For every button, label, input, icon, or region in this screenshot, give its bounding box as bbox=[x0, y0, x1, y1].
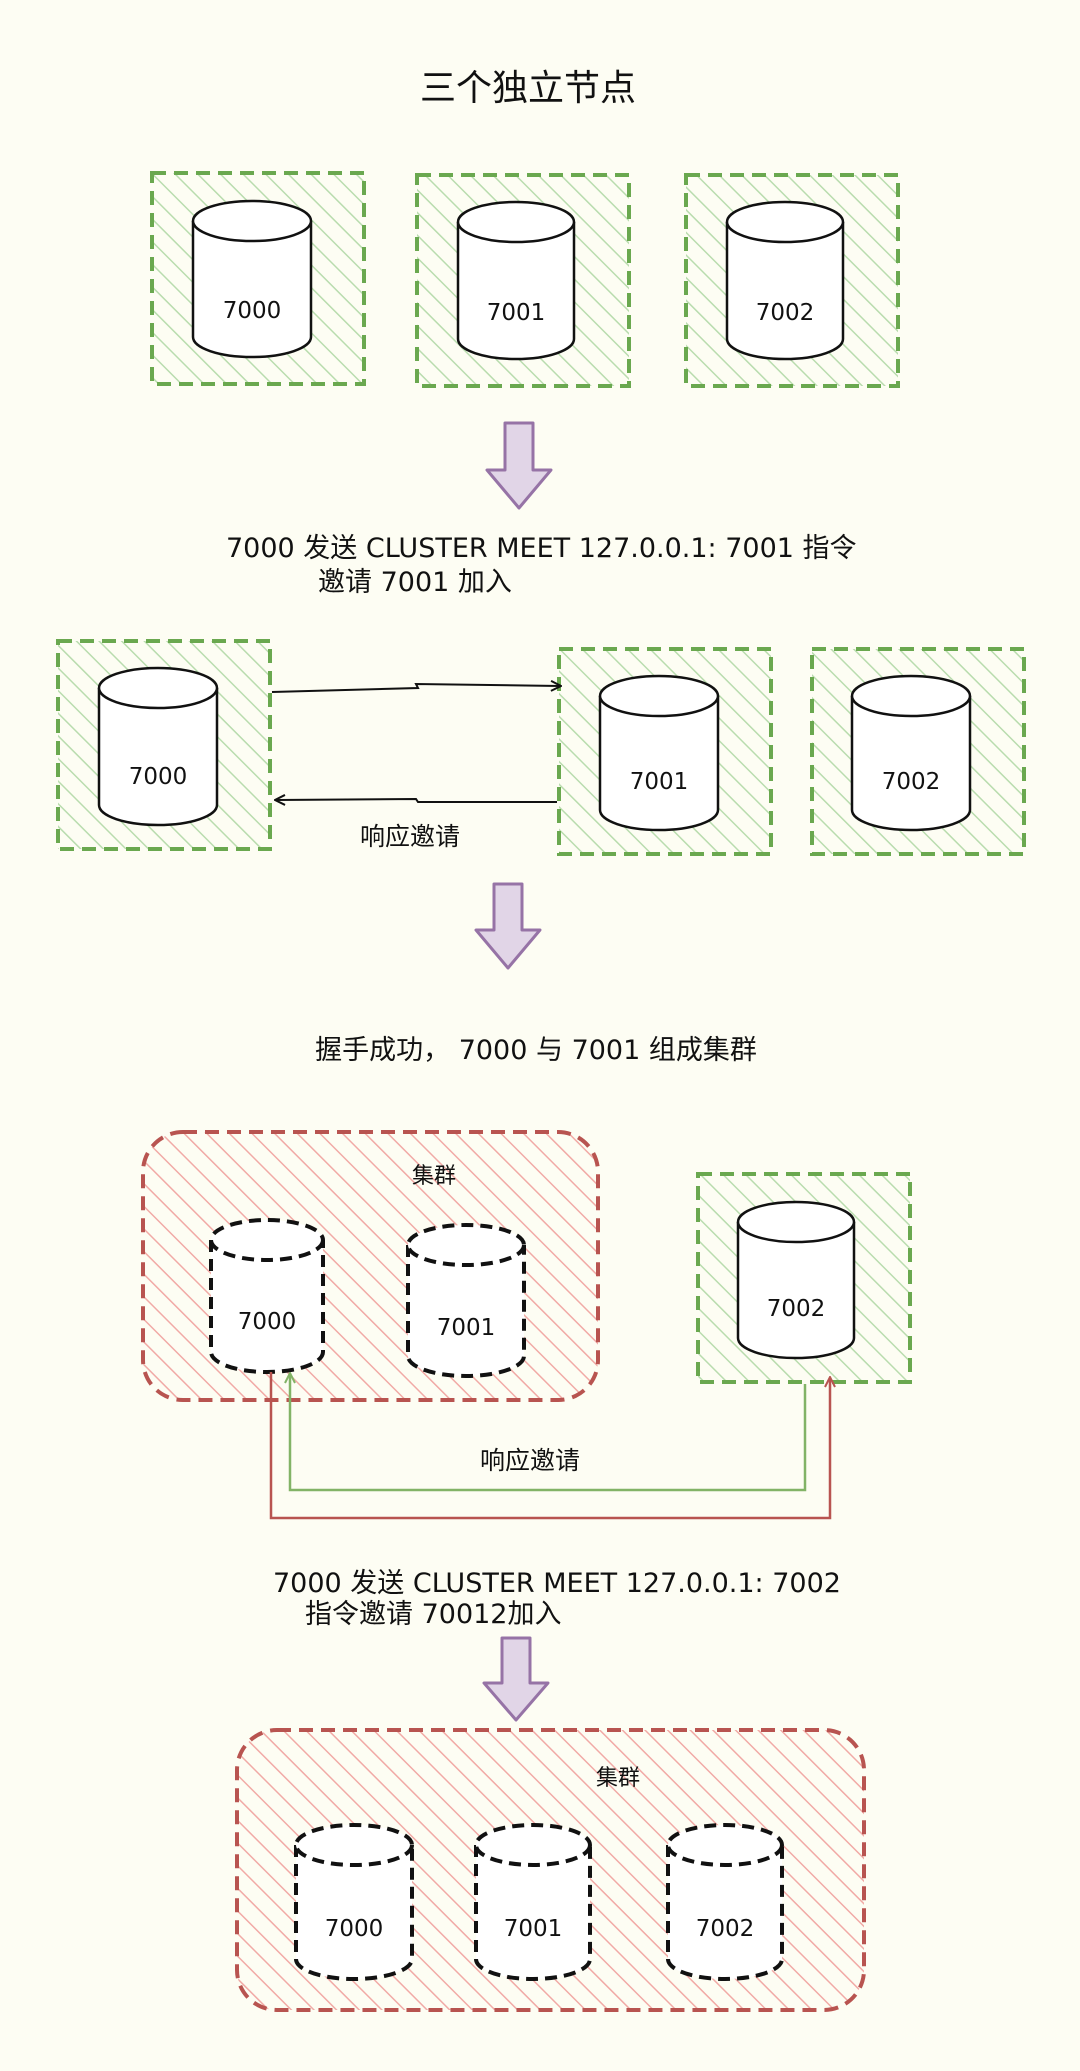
node-box-7001: 7001 bbox=[415, 173, 631, 388]
step2-caption-line2: 邀请 7001 加入 bbox=[318, 567, 512, 598]
node-label: 7001 bbox=[630, 769, 689, 795]
database-icon bbox=[406, 1223, 526, 1378]
node-label: 7002 bbox=[767, 1296, 826, 1322]
database-icon bbox=[666, 1823, 784, 1981]
node-box-7001: 7001 bbox=[557, 647, 773, 856]
meet-request-arrow bbox=[271, 684, 560, 693]
database-icon bbox=[598, 674, 720, 832]
reply-label: 响应邀请 bbox=[360, 822, 460, 851]
cluster-box: 集群 7000 7001 bbox=[141, 1130, 600, 1402]
node-label: 7002 bbox=[756, 300, 815, 326]
database-icon bbox=[850, 674, 972, 832]
node-label: 7000 bbox=[325, 1916, 384, 1942]
meet-request-arrow bbox=[269, 1372, 830, 1520]
database-icon bbox=[725, 200, 845, 361]
node-label: 7001 bbox=[504, 1916, 563, 1942]
database-icon bbox=[474, 1823, 592, 1981]
node-box-7002: 7002 bbox=[810, 647, 1026, 856]
database-icon bbox=[191, 199, 313, 359]
down-arrow-icon bbox=[485, 421, 553, 510]
down-arrow-icon bbox=[482, 1636, 550, 1722]
node-box-7002: 7002 bbox=[696, 1172, 912, 1384]
page-title: 三个独立节点 bbox=[420, 68, 636, 109]
node-box-7002: 7002 bbox=[684, 173, 900, 388]
reply-arrow bbox=[290, 1374, 807, 1492]
down-arrow-icon bbox=[474, 882, 542, 970]
node-label: 7002 bbox=[882, 769, 941, 795]
node-label: 7000 bbox=[129, 764, 188, 790]
database-icon bbox=[209, 1218, 325, 1374]
database-icon bbox=[294, 1823, 414, 1981]
database-icon bbox=[736, 1200, 856, 1360]
reply-arrow bbox=[276, 799, 557, 802]
reply-label: 响应邀请 bbox=[480, 1446, 580, 1475]
node-label: 7001 bbox=[487, 300, 546, 326]
step2-invite: 7000 7001 7002 响应邀请 bbox=[56, 639, 1026, 856]
step2-caption-line1: 7000 发送 CLUSTER MEET 127.0.0.1: 7001 指令 bbox=[226, 533, 857, 564]
node-label: 7000 bbox=[238, 1309, 297, 1335]
database-icon bbox=[97, 666, 219, 827]
database-icon bbox=[456, 200, 576, 361]
step4-caption-line1: 7000 发送 CLUSTER MEET 127.0.0.1: 7002 bbox=[273, 1568, 841, 1599]
node-label: 7000 bbox=[223, 298, 282, 324]
step3-caption: 握手成功， 7000 与 7001 组成集群 bbox=[315, 1035, 757, 1066]
node-box-7000: 7000 bbox=[56, 639, 272, 851]
step4-caption-line2: 指令邀请 70012加入 bbox=[305, 1599, 561, 1630]
cluster-label: 集群 bbox=[412, 1164, 456, 1189]
node-label: 7002 bbox=[696, 1916, 755, 1942]
node-label: 7001 bbox=[437, 1315, 496, 1341]
step1-standalone-nodes: 7000 7001 7002 bbox=[150, 171, 900, 388]
step4-cluster: 集群 7000 7001 7002 bbox=[235, 1728, 866, 2012]
cluster-label: 集群 bbox=[596, 1766, 640, 1791]
step3-cluster: 集群 7000 7001 7002 响应邀请 bbox=[141, 1130, 912, 1520]
node-box-7000: 7000 bbox=[150, 171, 366, 386]
